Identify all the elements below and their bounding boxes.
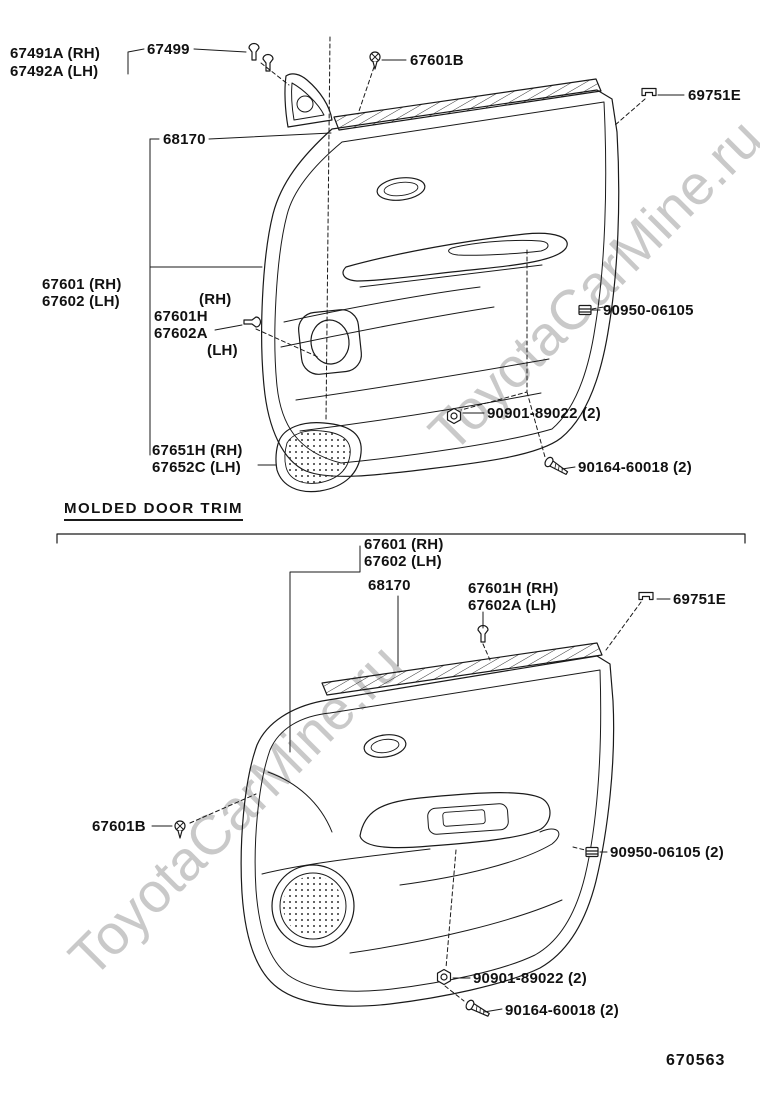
part-label-67601-b: 67601 (RH) <box>364 536 444 553</box>
part-label-67601h-b: 67601H (RH) <box>468 580 559 597</box>
section-bracket <box>56 533 746 544</box>
part-label-67651h: 67651H (RH) <box>152 442 243 459</box>
door-trim-panel-top <box>261 89 620 477</box>
part-label-67602a-b: 67602A (LH) <box>468 597 557 614</box>
clip-icon <box>248 42 260 61</box>
part-label-68170: 68170 <box>163 131 206 148</box>
screw-icon <box>369 51 381 70</box>
grommet-icon <box>578 304 592 316</box>
part-label-67602a: 67602A <box>154 325 208 342</box>
part-label-lh: (LH) <box>207 342 238 359</box>
part-label-67499: 67499 <box>147 41 190 58</box>
part-label-67601b: 67601B <box>410 52 464 69</box>
part-label-67601b-b: 67601B <box>92 818 146 835</box>
garnish-clip-icon <box>641 87 657 97</box>
part-label-67601h: 67601H <box>154 308 208 325</box>
section-title: MOLDED DOOR TRIM <box>64 500 243 521</box>
part-label-69751e-b: 69751E <box>673 591 726 608</box>
mirror-corner-garnish <box>284 73 333 128</box>
part-label-67492a: 67492A (LH) <box>10 63 99 80</box>
nut-icon <box>436 968 452 986</box>
top-diagram <box>127 36 685 493</box>
screw-icon <box>174 820 186 839</box>
part-label-rh: (RH) <box>199 291 232 308</box>
part-label-90164: 90164-60018 (2) <box>578 459 692 476</box>
belt-moulding-bottom <box>321 642 603 696</box>
part-label-90901: 90901-89022 (2) <box>487 405 601 422</box>
nut-icon <box>446 407 462 425</box>
part-label-67602-b: 67602 (LH) <box>364 553 442 570</box>
part-label-90950: 90950-06105 <box>603 302 694 319</box>
door-trim-panel-bottom <box>240 655 615 1007</box>
part-label-90164-b: 90164-60018 (2) <box>505 1002 619 1019</box>
assembly-lines-bottom <box>189 601 642 1002</box>
part-label-67491a: 67491A (RH) <box>10 45 101 62</box>
leader-lines-bottom <box>151 545 671 1013</box>
figure-number: 670563 <box>666 1052 726 1069</box>
part-label-90901-b: 90901-89022 (2) <box>473 970 587 987</box>
garnish-clip-icon <box>638 591 654 601</box>
part-label-68170-b: 68170 <box>368 577 411 594</box>
bolt-icon <box>542 455 571 478</box>
armrest-pad-piece <box>275 422 362 493</box>
grommet-icon <box>585 846 599 858</box>
leader-lines-top <box>127 48 685 470</box>
part-label-90950-b: 90950-06105 (2) <box>610 844 724 861</box>
part-label-67652c: 67652C (LH) <box>152 459 241 476</box>
part-label-67602: 67602 (LH) <box>42 293 120 310</box>
part-label-67601: 67601 (RH) <box>42 276 122 293</box>
part-label-69751e: 69751E <box>688 87 741 104</box>
bolt-icon <box>463 998 492 1020</box>
belt-moulding-top <box>333 78 602 131</box>
bottom-diagram <box>151 545 671 1020</box>
assembly-lines-top <box>255 36 646 458</box>
clip-icon <box>243 316 262 328</box>
